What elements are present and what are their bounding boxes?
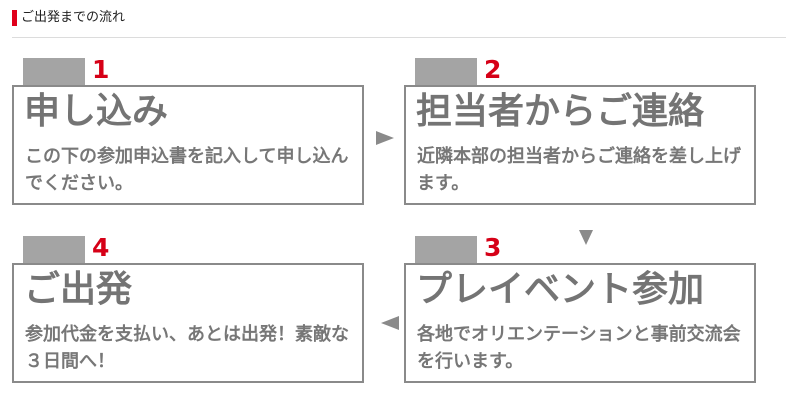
step-number: 1 [92,55,110,84]
step-3: 3 プレイベント参加 各地でオリエンテーションと事前交流会を行います。 [404,233,764,386]
step-title: 担当者からご連絡 [416,91,705,132]
step-title: 申し込み [24,91,169,132]
step-1: 1 申し込み この下の参加申込書を記入して申し込んでください。 [12,55,372,208]
step-number: 2 [484,55,502,84]
step-box: プレイベント参加 各地でオリエンテーションと事前交流会を行います。 [404,263,756,383]
step-box: 申し込み この下の参加申込書を記入して申し込んでください。 [12,85,364,205]
step-4: 4 ご出発 参加代金を支払い、あとは出発！素敵な３日間へ！ [12,233,372,386]
arrow-down-icon [579,230,593,245]
step-number: 4 [92,233,110,262]
step-box: 担当者からご連絡 近隣本部の担当者からご連絡を差し上げます。 [404,85,756,205]
step-description: 近隣本部の担当者からご連絡を差し上げます。 [417,146,741,194]
step-description: 参加代金を支払い、あとは出発！素敵な３日間へ！ [25,324,349,372]
step-tab [23,58,85,86]
step-number: 3 [484,233,502,262]
header-accent-bar [12,10,17,26]
step-title: プレイベント参加 [416,269,705,310]
step-tab [415,236,477,264]
section-header: ご出発までの流れ [12,7,786,38]
step-title: ご出発 [24,269,133,310]
arrow-right-icon [376,131,394,145]
step-description: 各地でオリエンテーションと事前交流会を行います。 [417,324,741,372]
section-title: ご出発までの流れ [21,10,126,25]
step-tab [23,236,85,264]
step-2: 2 担当者からご連絡 近隣本部の担当者からご連絡を差し上げます。 [404,55,764,208]
step-description: この下の参加申込書を記入して申し込んでください。 [25,146,349,194]
arrow-left-icon [381,316,399,330]
step-tab [415,58,477,86]
step-box: ご出発 参加代金を支払い、あとは出発！素敵な３日間へ！ [12,263,364,383]
